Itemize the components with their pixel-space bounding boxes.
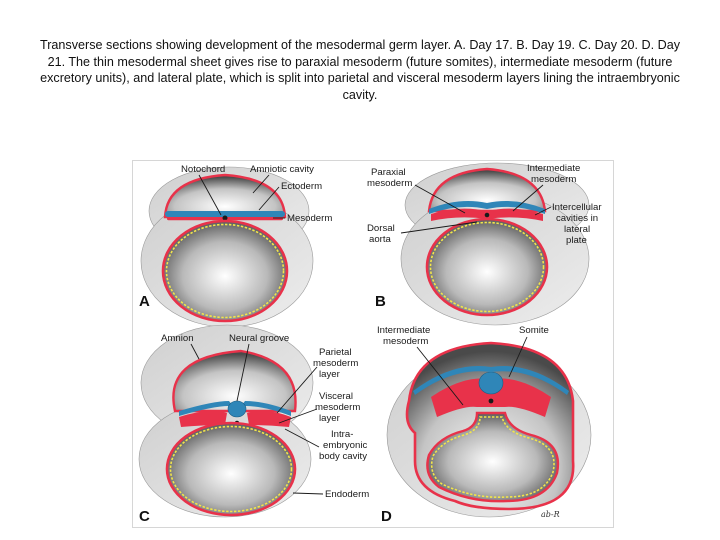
panel-b-leader-intercellular: [534, 206, 552, 216]
panel-c-label-parietal-2: mesoderm: [313, 358, 358, 369]
panel-a-letter: A: [139, 293, 150, 310]
panel-a-label-amniotic-cavity: Amniotic cavity: [250, 164, 314, 175]
panel-c-label-intra-2: embryonic: [323, 440, 367, 451]
panel-b-label-intercellular-1: Intercellular: [552, 202, 602, 213]
panel-c-leader-endoderm: [292, 492, 324, 495]
panel-a-leader-ectoderm: [258, 186, 280, 211]
panel-c-label-visceral-2: mesoderm: [315, 402, 360, 413]
panel-c-leader-parietal: [276, 366, 318, 414]
panel-b-label-intercellular-2: cavities in: [556, 213, 598, 224]
panel-c-label-neural-groove: Neural groove: [229, 333, 289, 344]
panel-b-label-intermediate-2: mesoderm: [531, 174, 576, 185]
panel-a-endoderm: [165, 223, 285, 319]
panel-c-label-parietal-3: layer: [319, 369, 341, 380]
panel-c-leader-intra: [284, 428, 320, 448]
panel-a-ectoderm: [165, 211, 285, 217]
panel-b-label-paraxial-1: Paraxial: [371, 167, 406, 178]
panel-c-label-intra-1: Intra-: [331, 429, 353, 440]
panel-c-label-visceral-3: layer: [319, 413, 341, 424]
panel-a-label-ectoderm: Ectoderm: [281, 181, 322, 192]
panel-d-letter: D: [381, 508, 392, 525]
panel-a-amniotic-cavity: [163, 173, 287, 219]
panel-d-ectoderm: [413, 366, 569, 395]
panel-d: Intermediate mesoderm Somite D ab-R: [377, 325, 592, 525]
panel-d-label-intermediate-2: mesoderm: [383, 336, 428, 347]
panel-c-label-amnion: Amnion: [161, 333, 194, 344]
panel-c-leader-visceral: [278, 408, 318, 424]
panel-d-mesoderm: [431, 378, 551, 417]
panel-d-notochord: [488, 398, 494, 404]
panel-c-mesoderm: [179, 410, 291, 427]
panel-b-notochord: [484, 212, 490, 218]
panel-a-label-mesoderm: Mesoderm: [287, 213, 332, 224]
panel-b-letter: B: [375, 293, 386, 310]
panel-b: Paraxial mesoderm Intermediate mesoderm …: [367, 162, 602, 326]
panel-d-neural-tube: [478, 371, 504, 395]
figure-drawing: Notochord Amniotic cavity Ectoderm Mesod…: [138, 162, 602, 525]
panel-b-amniotic-cavity: [427, 167, 547, 213]
panel-d-leader-intermediate: [416, 346, 464, 406]
panel-b-endoderm: [429, 221, 545, 313]
panel-b-yolk-sac: [425, 217, 549, 317]
panel-c-endoderm: [169, 425, 293, 513]
figure-caption: Transverse sections showing development …: [40, 38, 681, 102]
panel-a-notochord: [222, 215, 228, 221]
panel-d-gut-yolk: [426, 411, 560, 503]
panel-b-label-dorsal-2: aorta: [369, 234, 392, 245]
panel-b-leader-intermediate: [512, 184, 544, 212]
panel-d-leader-somite: [508, 336, 528, 378]
panel-b-ectoderm: [429, 201, 545, 214]
panel-b-label-dorsal-1: Dorsal: [367, 223, 395, 234]
panel-c-label-parietal-1: Parietal: [319, 347, 352, 358]
panel-c-leader-neural-groove: [236, 343, 250, 402]
panel-c-label-intra-3: body cavity: [319, 451, 367, 462]
panel-c-neural-plate: [227, 400, 247, 418]
panel-c-label-visceral-1: Visceral: [319, 391, 353, 402]
panel-a-leader-amniotic: [252, 174, 270, 194]
panel-b-label-intercellular-4: plate: [566, 235, 587, 246]
panel-d-label-intermediate-1: Intermediate: [377, 325, 430, 336]
panel-a-label-notochord: Notochord: [181, 164, 225, 175]
panel-b-label-intermediate-1: Intermediate: [527, 163, 580, 174]
panel-b-label-intercellular-3: lateral: [564, 224, 590, 235]
panel-c-amniotic-cavity: [172, 349, 297, 413]
panel-a: Notochord Amniotic cavity Ectoderm Mesod…: [139, 164, 332, 328]
panel-a-yolk-sac: [161, 219, 289, 323]
panel-c-leader-amnion: [190, 343, 200, 360]
panel-c-letter: C: [139, 508, 150, 525]
panel-a-leader-notochord: [198, 174, 222, 216]
panel-d-endoderm: [430, 416, 555, 499]
panel-b-leader-dorsal: [400, 221, 478, 234]
panel-c-label-endoderm: Endoderm: [325, 489, 369, 500]
panel-d-label-somite: Somite: [519, 325, 549, 336]
panel-b-leader-paraxial: [414, 184, 466, 214]
panel-d-signature: ab-R: [541, 510, 560, 519]
mesoderm-figure: Notochord Amniotic cavity Ectoderm Mesod…: [132, 160, 614, 528]
panel-b-label-paraxial-2: mesoderm: [367, 178, 412, 189]
panel-c: Amnion Neural groove Parietal mesoderm l…: [138, 324, 369, 525]
panel-c-yolk-sac: [165, 421, 297, 517]
